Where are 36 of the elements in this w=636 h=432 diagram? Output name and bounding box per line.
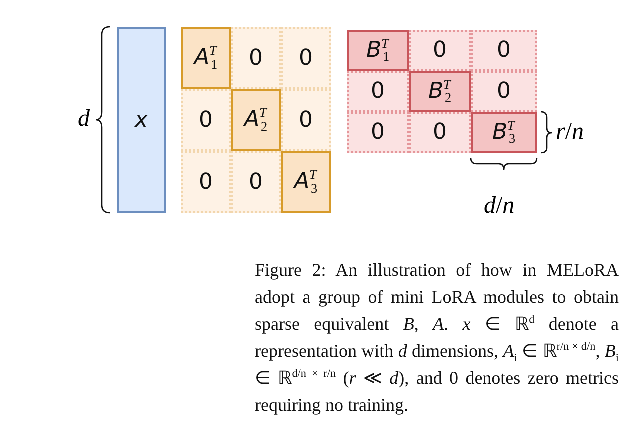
zero-cell — [181, 89, 231, 151]
matrix-entry: 0 — [371, 120, 385, 145]
zero-cell — [409, 112, 471, 153]
figure-caption: Figure 2: An illustration of how in MELoRA adopt a group of mini LoRA modules to obtain sparse equivalent B, A. x ∈ ℝ$^{d}$ denote a representation with d dimensions, A$_{i}$ ∈ ℝ$^{r/n × d/n}$, B$_{i}$ ∈ ℝ$^{d/n × r/n}$ (r ≪ d), and 0 denotes zero metrics requiring no training. — [255, 259, 619, 417]
matrix-entry: 0 — [299, 46, 313, 70]
matrix-block — [231, 89, 281, 151]
vector-box — [117, 27, 166, 213]
matrix-block — [281, 151, 331, 213]
zero-cell — [347, 112, 409, 153]
zero-cell — [281, 27, 331, 89]
matrix-block — [347, 30, 409, 71]
matrix-block — [181, 27, 231, 89]
matrix-entry: 0 — [199, 170, 213, 194]
matrix-entry: 0 — [249, 170, 263, 194]
dimension-label: r/n — [556, 119, 584, 146]
matrix-entry: 0 — [497, 38, 511, 63]
dimension-label: d — [78, 106, 90, 133]
zero-cell — [181, 151, 231, 213]
zero-cell — [231, 151, 281, 213]
matrix-entry: 0 — [249, 46, 263, 70]
matrix-entry: 0 — [199, 108, 213, 132]
matrix-entry: 0 — [299, 108, 313, 132]
matrix-entry: 0 — [433, 120, 447, 145]
zero-cell — [471, 71, 537, 112]
matrix-entry: 0 — [371, 79, 385, 104]
matrix-entry: 0 — [497, 79, 511, 104]
zero-cell — [471, 30, 537, 71]
zero-cell — [347, 71, 409, 112]
zero-cell — [231, 27, 281, 89]
zero-cell — [409, 30, 471, 71]
zero-cell — [281, 89, 331, 151]
matrix-entry: 0 — [433, 38, 447, 63]
dimension-label: d/n — [484, 193, 515, 220]
vector-label: x — [134, 108, 148, 132]
matrix-block — [471, 112, 537, 153]
matrix-block — [409, 71, 471, 112]
